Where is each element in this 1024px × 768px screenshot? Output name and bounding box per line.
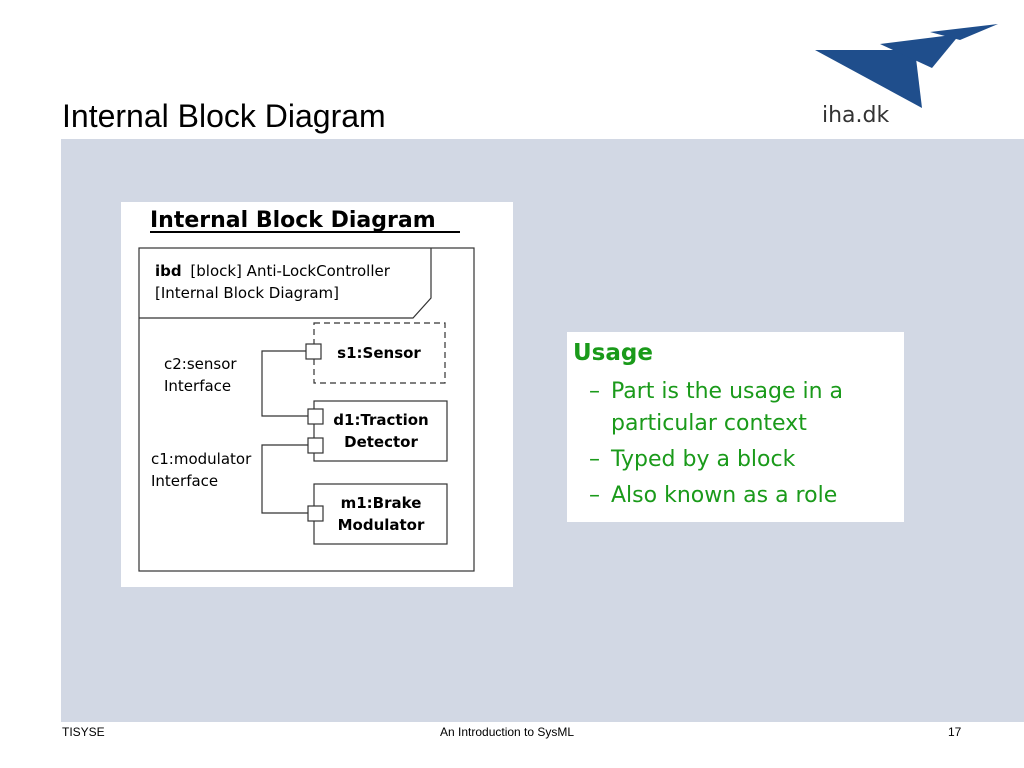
usage-item-line: particular context — [611, 411, 807, 436]
connector-c2-label-line2: Interface — [164, 377, 231, 395]
frame-label-text1: [block] Anti-LockController — [190, 262, 390, 280]
logo-wing-2 — [880, 34, 960, 68]
usage-item: – Part is the usage in a particular cont… — [589, 376, 901, 440]
logo-wing-3 — [930, 24, 998, 40]
page-number: 17 — [948, 725, 962, 739]
ibd-diagram: Internal Block Diagram ibd [block] Anti-… — [138, 208, 475, 572]
usage-item-line: Typed by a block — [611, 447, 796, 472]
port-d1-upper — [307, 408, 324, 425]
logo-wing-1 — [815, 50, 922, 108]
figure-heading: Internal Block Diagram — [150, 208, 436, 233]
slide-title: Internal Block Diagram — [62, 98, 386, 134]
usage-item: – Also known as a role — [589, 480, 901, 512]
frame-label-keyword: ibd — [155, 262, 182, 280]
part-m1-label-line1: m1:Brake — [341, 494, 422, 512]
frame-label-line2: [Internal Block Diagram] — [155, 284, 339, 302]
iha-logo — [815, 24, 998, 108]
bullet-dash: – — [589, 447, 600, 472]
usage-item-line: Also known as a role — [611, 483, 838, 508]
port-s1 — [305, 343, 322, 360]
part-m1-brake-modulator — [313, 483, 448, 545]
port-d1-lower — [307, 437, 324, 454]
footer-center: An Introduction to SysML — [440, 725, 575, 739]
footer-left: TISYSE — [62, 725, 105, 739]
part-d1-label-line1: d1:Traction — [333, 411, 428, 429]
port-m1 — [307, 505, 324, 522]
connector-c1-label-line1: c1:modulator — [151, 450, 252, 468]
bullet-dash: – — [589, 483, 600, 508]
usage-item: – Typed by a block — [589, 444, 901, 476]
ibd-frame — [138, 247, 475, 572]
connector-c2-label-line1: c2:sensor — [164, 355, 237, 373]
ibd-figure: Internal Block Diagram ibd [block] Anti-… — [121, 202, 513, 587]
part-d1-label-line2: Detector — [344, 433, 418, 451]
bullet-dash: – — [589, 379, 600, 404]
frame-label-line1: ibd [block] Anti-LockController — [155, 262, 391, 280]
usage-box: Usage – Part is the usage in a particula… — [567, 332, 904, 522]
part-s1-label: s1:Sensor — [337, 344, 421, 362]
logo-text: iha.dk — [822, 103, 890, 128]
frame-label-tab — [139, 248, 432, 319]
usage-item-line: Part is the usage in a — [611, 379, 843, 404]
part-d1-traction-detector — [313, 400, 448, 462]
connector-c2 — [261, 350, 308, 417]
part-m1-label-line2: Modulator — [338, 516, 425, 534]
connector-c1-label-line2: Interface — [151, 472, 218, 490]
connector-c1 — [261, 444, 308, 514]
usage-title: Usage — [573, 340, 653, 366]
